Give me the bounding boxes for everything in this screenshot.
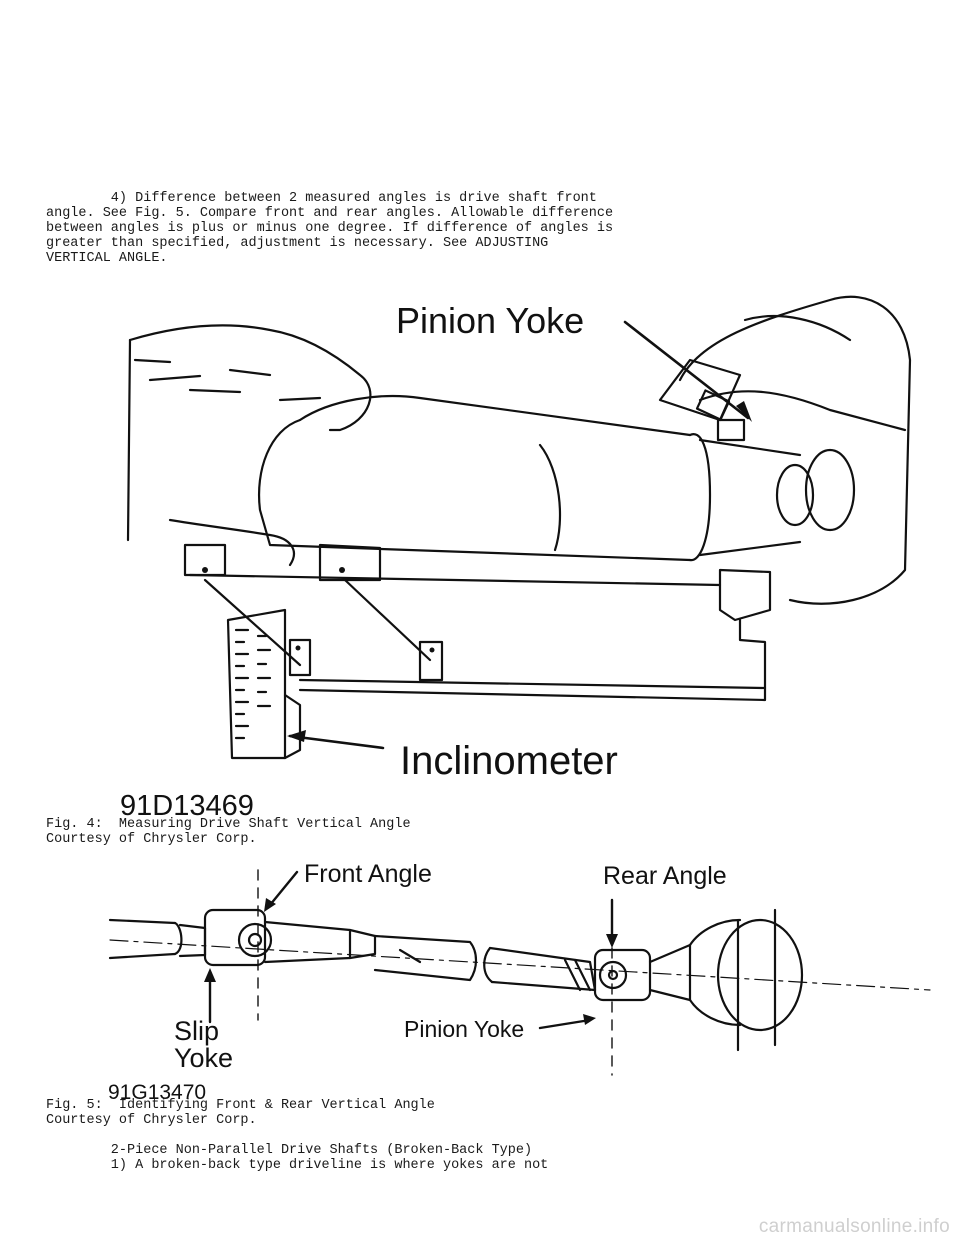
- label-front-angle: Front Angle: [304, 860, 432, 888]
- intro-line-3: between angles is plus or minus one degr…: [46, 221, 614, 236]
- label-rear-angle: Rear Angle: [603, 862, 727, 890]
- figure-5-illustration: Front Angle Rear Angle Slip Yoke Pinion …: [108, 860, 931, 1100]
- figure-4-code: 91D13469: [120, 790, 254, 820]
- figure-5-code: 91G13470: [108, 1081, 206, 1100]
- label-inclinometer: Inclinometer: [400, 739, 618, 783]
- section-heading: 2-Piece Non-Parallel Drive Shafts (Broke…: [46, 1143, 533, 1158]
- figure-5-caption: Fig. 5: Identifying Front & Rear Vertica…: [46, 1098, 435, 1113]
- label-pinion-yoke-fig5: Pinion Yoke: [404, 1016, 524, 1042]
- figure-4-illustration: Pinion Yoke Inclinometer 91D13469: [120, 295, 912, 820]
- figure-4-credit: Courtesy of Chrysler Corp.: [46, 832, 257, 847]
- intro-line-4: greater than specified, adjustment is ne…: [46, 236, 549, 251]
- label-pinion-yoke: Pinion Yoke: [396, 300, 584, 341]
- label-yoke: Yoke: [174, 1043, 233, 1073]
- label-slip: Slip: [174, 1016, 219, 1046]
- intro-line-5: VERTICAL ANGLE.: [46, 251, 168, 266]
- intro-line-2: angle. See Fig. 5. Compare front and rea…: [46, 206, 614, 221]
- section-line-1: 1) A broken-back type driveline is where…: [46, 1158, 549, 1173]
- intro-line-1: 4) Difference between 2 measured angles …: [46, 191, 597, 206]
- watermark: carmanualsonline.info: [758, 1216, 950, 1237]
- figure-5-credit: Courtesy of Chrysler Corp.: [46, 1113, 257, 1128]
- figure-4-caption: Fig. 4: Measuring Drive Shaft Vertical A…: [46, 817, 411, 832]
